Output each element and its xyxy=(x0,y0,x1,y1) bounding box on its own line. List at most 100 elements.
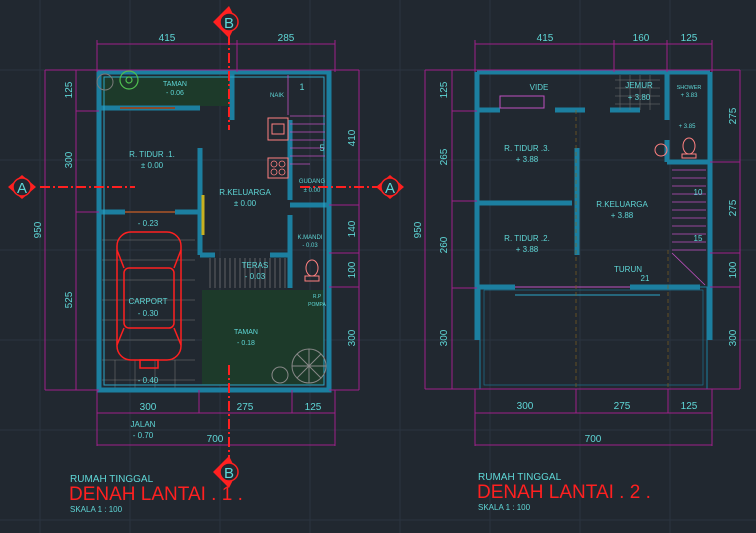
toilet-icon xyxy=(304,259,320,282)
dim-left: 525 xyxy=(64,291,75,308)
dim-left: 125 xyxy=(64,81,75,98)
section-b-label: B xyxy=(224,465,234,482)
room-level: - 0.18 xyxy=(237,340,255,347)
dim-bottom: 125 xyxy=(305,402,322,413)
plan-1-scale: SKALA 1 : 100 xyxy=(70,505,123,514)
room-name: JALAN xyxy=(131,420,156,429)
back-garden-fill xyxy=(202,290,324,385)
section-a-label: A xyxy=(385,180,395,197)
room-level: ± 0.00 xyxy=(141,161,164,170)
washbasin-icon xyxy=(654,143,668,157)
plan-2-title: DENAH LANTAI . 2 . xyxy=(477,482,651,503)
kitchen-sink-icon xyxy=(267,117,289,141)
room-level: + 3.83 xyxy=(681,93,699,99)
jemur-hatch xyxy=(615,75,660,110)
dim-right: 140 xyxy=(347,220,358,237)
room-level: + 3.80 xyxy=(628,93,651,102)
room-name: K.MANDI xyxy=(297,235,322,241)
room-name: JEMUR xyxy=(625,81,653,90)
dim-right: 275 xyxy=(728,107,739,124)
room-level: - 0.70 xyxy=(133,431,154,440)
room-level: + 3.88 xyxy=(516,245,539,254)
dim-bottom: 275 xyxy=(237,402,254,413)
section-marker-b-bottom[interactable]: B xyxy=(213,456,239,488)
car-icon xyxy=(116,231,182,369)
dim-right: 300 xyxy=(728,329,739,346)
room-name: VIDE xyxy=(530,83,549,92)
section-marker-a-right[interactable]: A xyxy=(376,175,404,199)
dim-top: 160 xyxy=(633,33,650,44)
room-name: SHOWER xyxy=(677,85,702,91)
dim-right: 410 xyxy=(347,129,358,146)
plan-1-title: DENAH LANTAI . 1 . xyxy=(69,484,243,505)
dim-right: 100 xyxy=(728,261,739,278)
dim-bottom: 300 xyxy=(140,402,157,413)
plant-icon xyxy=(96,73,114,91)
room-name: R.KELUARGA xyxy=(219,188,271,197)
section-b-label: B xyxy=(224,15,234,32)
balcony-outline xyxy=(479,286,708,390)
room-level: + 3.88 xyxy=(516,155,539,164)
dimension-lines-plan-1 xyxy=(44,40,360,446)
naik-label: NAIK xyxy=(270,93,284,99)
level-mark: - 0.23 xyxy=(138,219,159,228)
floor-plan-1 xyxy=(40,35,378,460)
dim-bottom: 125 xyxy=(681,401,698,412)
balcony-inner xyxy=(483,289,704,386)
pump-room-label: R.P xyxy=(313,294,322,300)
room-level: ± 0.00 xyxy=(234,199,257,208)
room-level: - 0.30 xyxy=(138,309,159,318)
stairs-plan-2 xyxy=(671,169,706,286)
plan-2-scale: SKALA 1 : 100 xyxy=(478,503,531,512)
section-marker-a-left[interactable]: A xyxy=(8,175,36,199)
floor-plan-2 xyxy=(424,40,741,446)
room-name: TAMAN xyxy=(234,329,258,336)
dim-left: 125 xyxy=(439,81,450,98)
dim-top: 125 xyxy=(681,33,698,44)
plant-icon xyxy=(119,70,139,90)
stair-step-number: 15 xyxy=(694,234,703,243)
room-level: - 0.03 xyxy=(302,243,318,249)
dim-right: 300 xyxy=(347,329,358,346)
room-level: - 0.06 xyxy=(166,90,184,97)
vide-railing xyxy=(499,95,545,109)
room-level: + 3.85 xyxy=(679,124,697,130)
stair-step-number: 21 xyxy=(641,274,650,283)
sink-basin xyxy=(271,123,285,135)
room-name: R.KELUARGA xyxy=(596,200,648,209)
stairs-plan-1 xyxy=(287,75,325,165)
section-marker-b-top[interactable]: B xyxy=(213,6,239,38)
section-a-label: A xyxy=(17,180,27,197)
toilet-icon xyxy=(681,137,697,159)
dim-left: 300 xyxy=(439,329,450,346)
pump-room-label: POMPA xyxy=(308,302,326,308)
plan-2-subtitle: RUMAH TINGGAL xyxy=(478,472,562,483)
dim-top: 415 xyxy=(159,33,176,44)
room-name: TAMAN xyxy=(163,81,187,88)
level-mark: - 0.40 xyxy=(138,376,159,385)
plan-1-subtitle: RUMAH TINGGAL xyxy=(70,474,154,485)
dim-left: 260 xyxy=(439,236,450,253)
dim-total-bottom: 700 xyxy=(585,434,602,445)
dim-right: 100 xyxy=(347,261,358,278)
dim-top: 415 xyxy=(537,33,554,44)
room-name: CARPORT xyxy=(129,297,168,306)
dim-left: 265 xyxy=(439,148,450,165)
dim-total-bottom: 700 xyxy=(207,434,224,445)
room-name: GUDANG xyxy=(299,179,326,185)
dim-top: 285 xyxy=(278,33,295,44)
walls-plan-2 xyxy=(474,69,713,340)
dim-left: 300 xyxy=(64,151,75,168)
room-name: R. TIDUR .1. xyxy=(129,150,175,159)
front-garden-fill xyxy=(102,76,230,106)
room-level: + 3.88 xyxy=(611,211,634,220)
room-level: - 0.03 xyxy=(245,272,266,281)
stair-step-number: 5 xyxy=(319,143,324,153)
dim-bottom: 300 xyxy=(517,401,534,412)
outer-wall-inner-line xyxy=(103,76,325,386)
stove-icon xyxy=(267,157,289,179)
tree-icon xyxy=(271,348,327,384)
plan-1-labels: 415 285 300 275 125 700 125 300 525 950 … xyxy=(33,33,358,514)
